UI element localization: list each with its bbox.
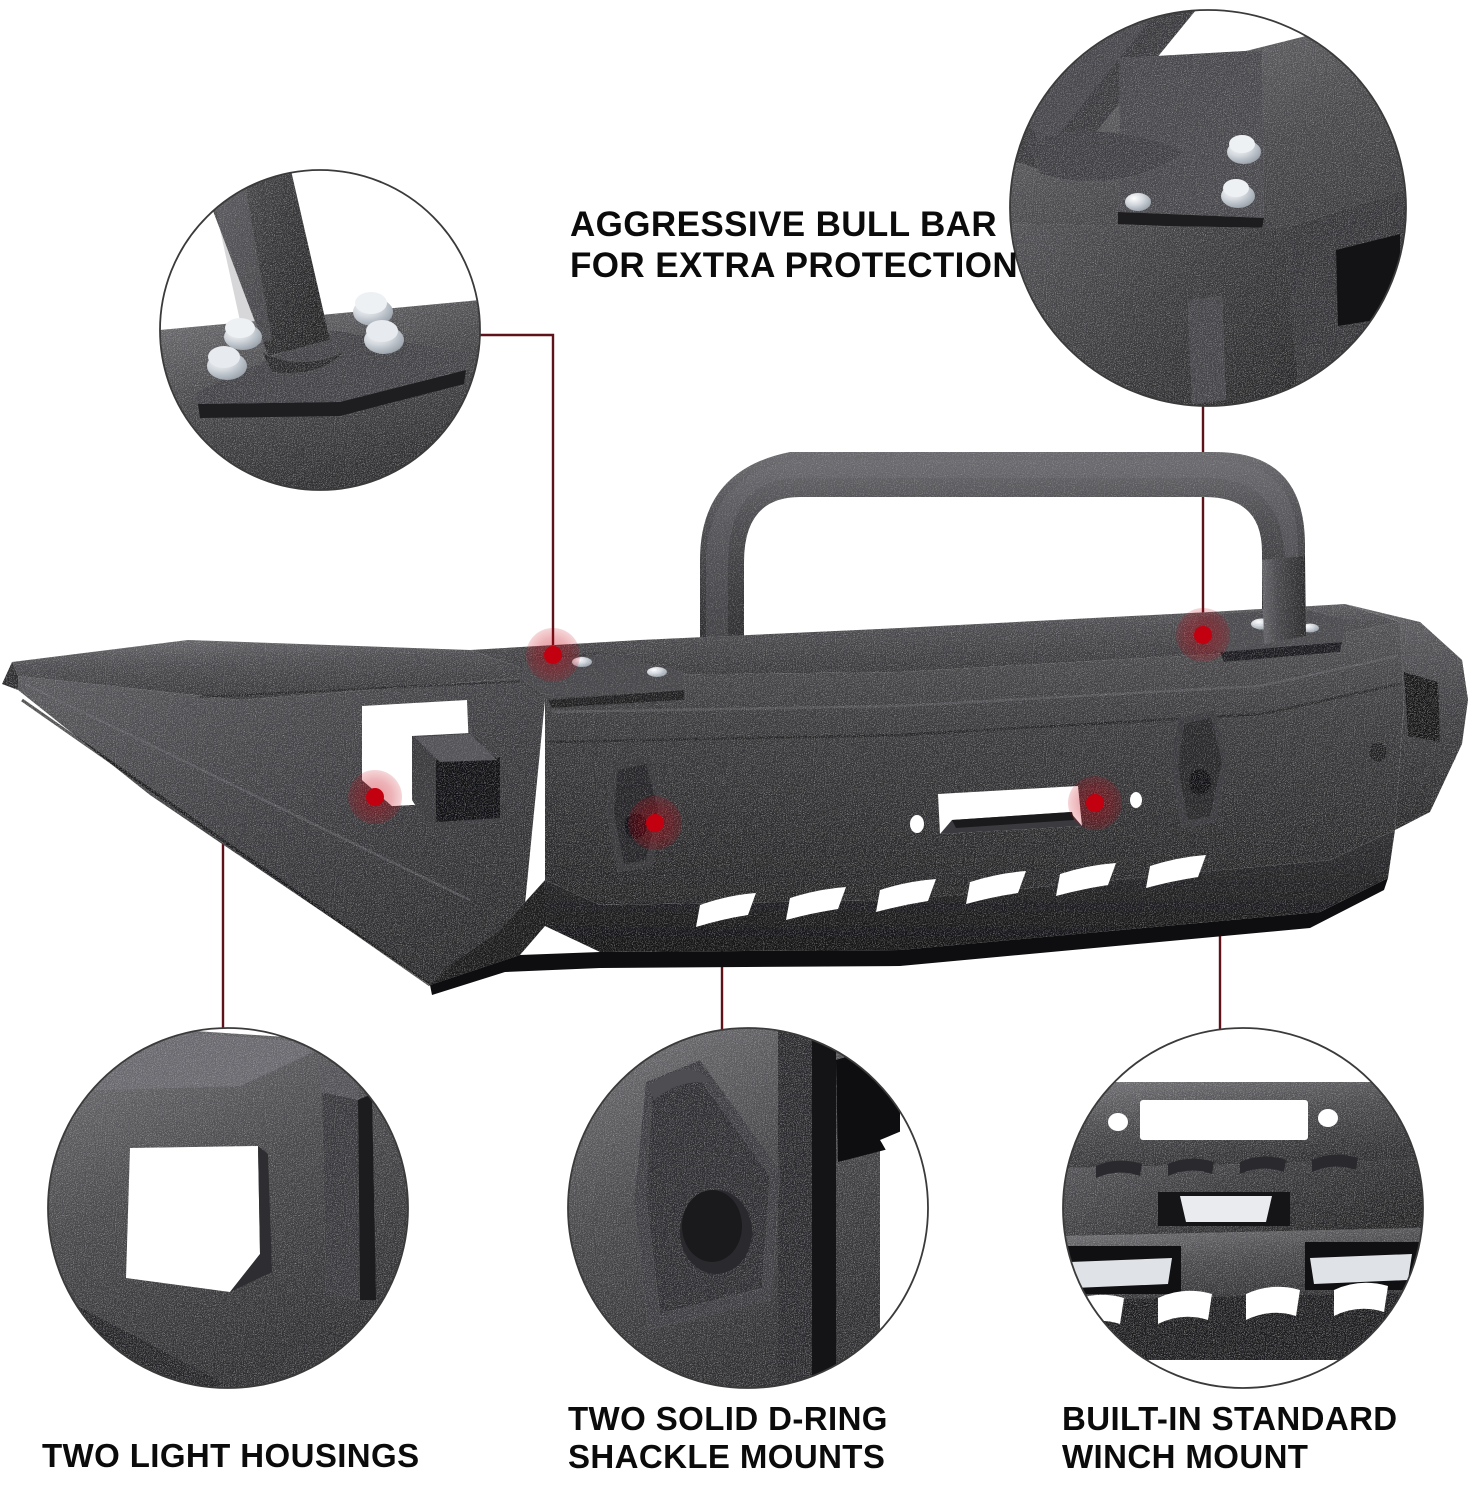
callout-label-winch-mount: BUILT-IN STANDARD WINCH MOUNT: [1062, 1400, 1398, 1476]
light-housing-shroud: [412, 733, 500, 828]
marker-light-housing: [348, 770, 402, 824]
marker-bull-bar-left: [526, 628, 580, 682]
winch-fairlead-slot: [910, 786, 1142, 834]
marker-winch: [1068, 776, 1122, 830]
detail-circle-light-housing: [47, 1027, 409, 1389]
bull-bar-right-leg: [1262, 556, 1306, 644]
bumper-right-wing: [1345, 604, 1468, 830]
marker-d-ring: [628, 796, 682, 850]
bull-bar-hoop: [700, 452, 1305, 690]
left-wing-top-face: [12, 640, 545, 700]
bull-bar-highlight: [706, 460, 1298, 686]
callout-label-d-ring-mounts: TWO SOLID D-RING SHACKLE MOUNTS: [568, 1400, 888, 1476]
center-front-face: [545, 622, 1404, 905]
marker-bull-bar-right: [1176, 608, 1230, 662]
skid-plate-cutouts: [696, 855, 1206, 927]
bumper-product-illustration: [2, 452, 1468, 995]
detail-circle-bull-bar-side-bracket: [1009, 9, 1407, 407]
bumper-center-section: [470, 604, 1404, 905]
callout-label-bull-bar: AGGRESSIVE BULL BAR FOR EXTRA PROTECTION: [570, 205, 1019, 285]
center-top-face: [470, 604, 1400, 676]
hex-bolts: [207, 292, 404, 380]
detail-circle-bull-bar-base-plate: [159, 169, 481, 491]
detail-circle-d-ring-shackle: [567, 1027, 929, 1389]
callout-markers: [348, 608, 1230, 850]
callout-label-light-housings: TWO LIGHT HOUSINGS: [42, 1437, 420, 1474]
detail-circle-winch-mount: [1062, 1027, 1424, 1389]
left-wing-valance: [430, 880, 545, 985]
skid-plate: [430, 830, 1395, 995]
d-ring-shackle-mount-right: [1170, 710, 1228, 828]
leader-line-bull-bar-left: [455, 333, 555, 655]
